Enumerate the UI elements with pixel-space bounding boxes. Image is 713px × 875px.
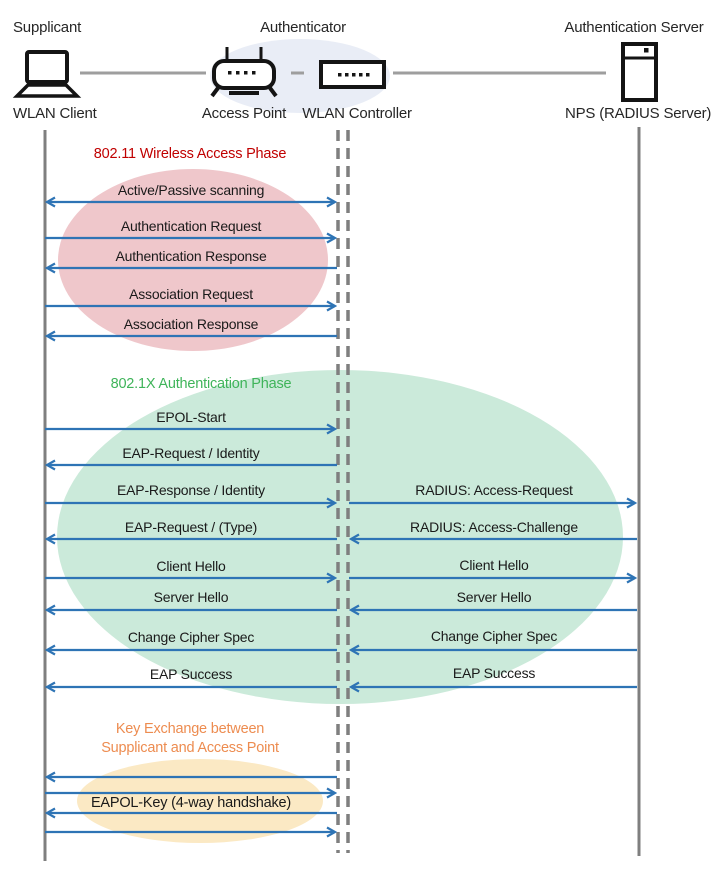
message-label-scanning: Active/Passive scanning [117, 182, 265, 198]
access-point-icon [210, 47, 278, 98]
message-label-client-hello-right: Client Hello [459, 557, 529, 573]
message-label-eap-success-left: EAP Success [149, 666, 233, 682]
role-label-authenticator: Authenticator [260, 19, 346, 36]
node-label-nps: NPS (RADIUS Server) [565, 105, 712, 122]
message-label-change-cipher-spec-right: Change Cipher Spec [430, 628, 558, 644]
message-label-eap-request-type: EAP-Request / (Type) [124, 519, 258, 535]
message-arrows [45, 202, 637, 832]
message-label-eap-response-identity: EAP-Response / Identity [117, 482, 265, 498]
message-label-eapol-key-handshake: EAPOL-Key (4-way handshake) [90, 795, 292, 811]
message-label-radius-access-request: RADIUS: Access-Request [415, 482, 573, 498]
phase1-title: 802.11 Wireless Access Phase [93, 146, 287, 162]
laptop-icon [12, 50, 82, 98]
phase2-title: 802.1X Authentication Phase [110, 376, 292, 392]
message-label-association-request: Association Request [129, 286, 253, 302]
message-label-radius-access-challenge: RADIUS: Access-Challenge [410, 519, 578, 535]
message-label-association-response: Association Response [123, 316, 259, 332]
server-icon [621, 42, 658, 102]
message-label-server-hello-right: Server Hello [456, 589, 532, 605]
node-label-wlan-client: WLAN Client [13, 105, 97, 122]
phase3-title-line1: Key Exchange between [115, 721, 265, 737]
node-label-access-point: Access Point [201, 105, 287, 122]
message-label-authentication-response: Authentication Response [115, 248, 267, 264]
message-label-epol-start: EPOL-Start [156, 409, 226, 425]
message-label-eap-success-right: EAP Success [452, 665, 536, 681]
wlan-controller-icon [319, 60, 386, 89]
role-label-authentication-server: Authentication Server [564, 19, 704, 36]
message-label-client-hello-left: Client Hello [156, 558, 226, 574]
message-label-server-hello-left: Server Hello [153, 589, 229, 605]
phase2-ellipse [57, 370, 623, 704]
phase3-ellipse [77, 759, 323, 843]
phase3-title: Key Exchange between Supplicant and Acce… [45, 720, 335, 758]
node-label-wlan-controller: WLAN Controller [302, 105, 412, 122]
message-label-change-cipher-spec-left: Change Cipher Spec [127, 629, 255, 645]
role-label-supplicant: Supplicant [13, 19, 82, 36]
message-label-authentication-request: Authentication Request [120, 218, 262, 234]
phase3-title-line2: Supplicant and Access Point [101, 740, 279, 756]
lifelines [43, 127, 641, 861]
message-label-eap-request-identity: EAP-Request / Identity [122, 445, 260, 461]
